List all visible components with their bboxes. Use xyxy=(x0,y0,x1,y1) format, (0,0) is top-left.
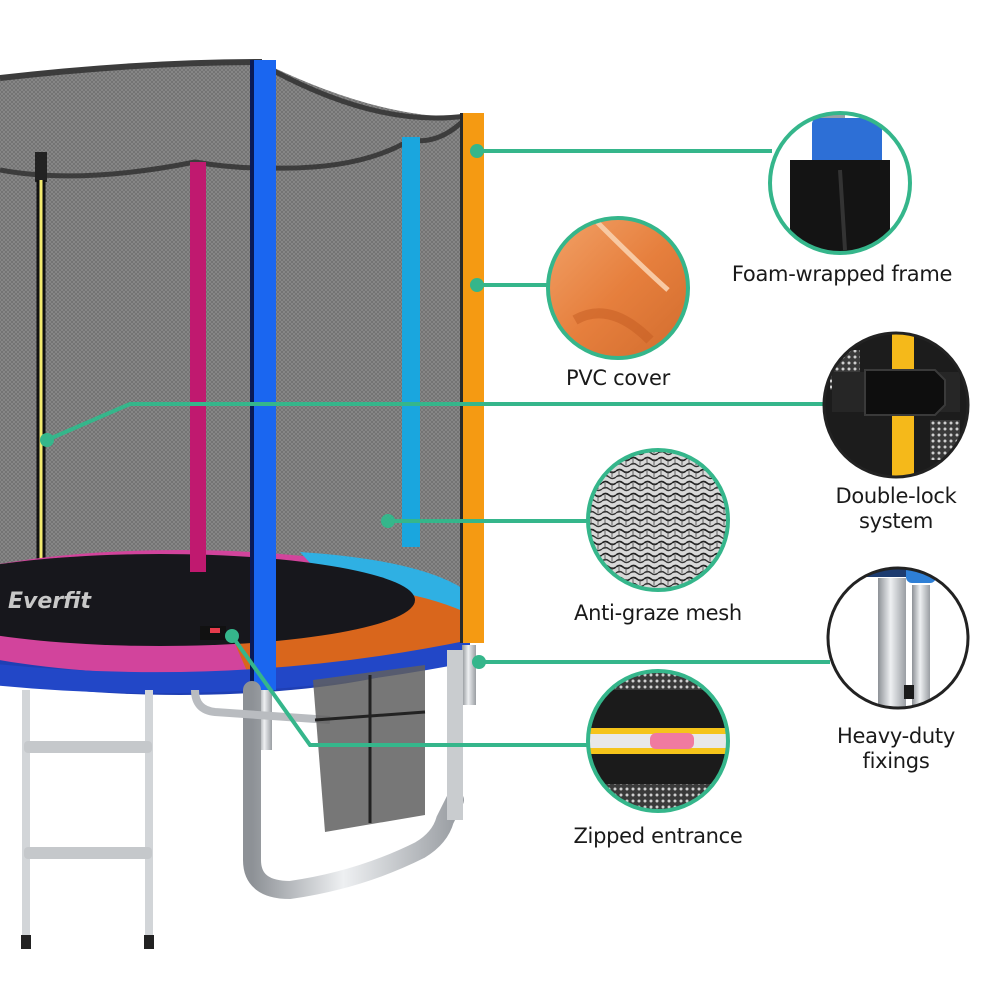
foam-pole-closeup-icon xyxy=(768,111,912,255)
feature-label-heavy-duty-fixings: Heavy-duty fixings xyxy=(837,724,955,773)
ladder xyxy=(21,690,154,949)
mesh-closeup-icon xyxy=(586,448,730,592)
steel-frame xyxy=(191,645,476,900)
feature-label-double-lock-system: Double-lock system xyxy=(835,484,957,533)
feature-label-zipped-entrance: Zipped entrance xyxy=(573,824,743,848)
steel-pole-closeup-icon xyxy=(826,566,970,710)
orange-fabric-closeup-icon xyxy=(546,216,690,360)
zipper-closeup-icon xyxy=(586,669,730,813)
callout-lines xyxy=(46,149,830,747)
callout-dots xyxy=(40,144,486,669)
buckle-closeup-icon xyxy=(822,331,970,479)
brand-logo: Everfit xyxy=(8,589,92,614)
feature-label-foam-wrapped-frame: Foam-wrapped frame xyxy=(731,262,953,286)
net-poles xyxy=(190,60,484,690)
feature-label-anti-graze-mesh: Anti-graze mesh xyxy=(574,601,742,625)
storage-bag xyxy=(313,665,426,832)
feature-label-pvc-cover: PVC cover xyxy=(565,366,671,390)
